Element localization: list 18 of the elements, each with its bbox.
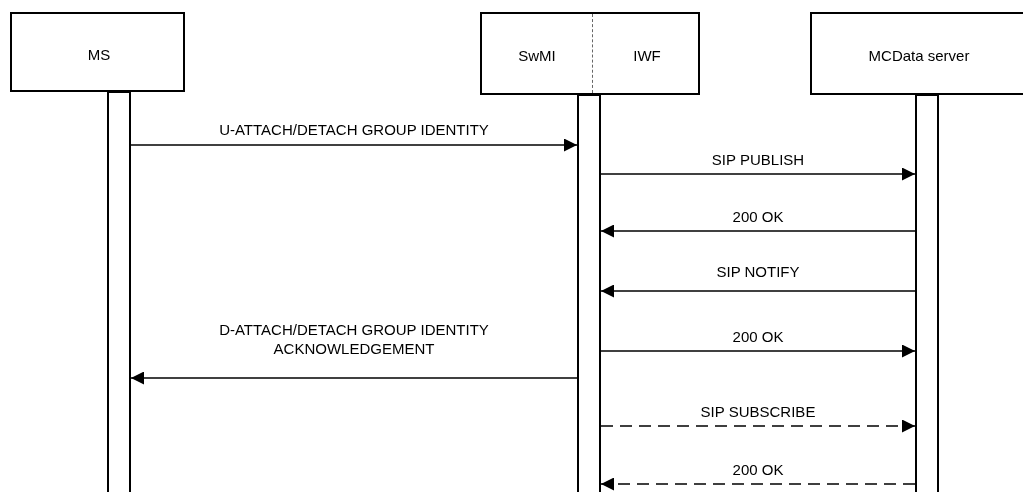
participant-box [810, 12, 1023, 95]
participant-name: IWF [633, 46, 661, 64]
message-arrow [600, 284, 916, 298]
activation-bar [915, 94, 939, 492]
participant-box [480, 12, 700, 95]
participant-name: SwMI [518, 46, 556, 64]
message-arrow [600, 344, 916, 358]
participant-box [10, 12, 185, 92]
message-arrow [600, 477, 916, 491]
message-arrow [600, 224, 916, 238]
message-arrow [130, 371, 578, 385]
participant-name: MS [87, 45, 111, 63]
activation-bar [107, 91, 131, 492]
message-arrow [600, 419, 916, 433]
participant-name: MCData server [868, 46, 970, 64]
message-arrow [600, 167, 916, 181]
activation-bar [577, 94, 601, 492]
message-arrow [130, 138, 578, 152]
